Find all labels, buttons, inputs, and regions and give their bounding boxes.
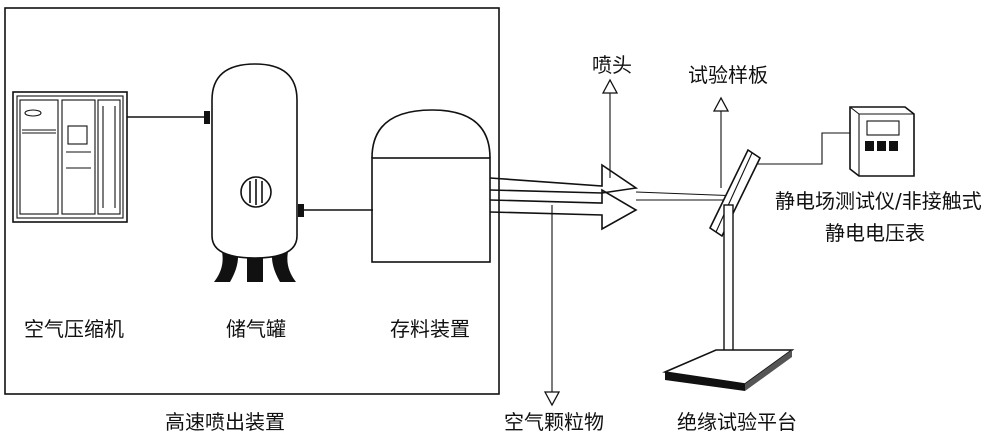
jet-beam-top — [635, 191, 741, 197]
meter-label-line2: 静电电压表 — [825, 221, 925, 245]
particles-arrow-icon — [543, 391, 561, 407]
air-storage-tank — [211, 63, 298, 282]
tank-outlet-fitting — [298, 204, 304, 217]
tank-inlet-fitting — [204, 111, 210, 124]
electrostatic-meter — [849, 106, 915, 177]
insulated-test-platform — [662, 204, 795, 391]
meter-wire — [757, 132, 850, 165]
nozzle-arrow-icon — [601, 78, 619, 94]
storage-label: 存料装置 — [390, 317, 470, 341]
meter-label-line1: 静电场测试仪/非接触式 — [775, 189, 982, 213]
tank-label: 储气罐 — [226, 317, 286, 341]
compressor-label: 空气压缩机 — [24, 317, 124, 341]
nozzle-label: 喷头 — [592, 53, 632, 77]
material-storage-device — [371, 109, 491, 263]
test-plate-label: 试验样板 — [688, 63, 768, 87]
spray-device-label: 高速喷出装置 — [165, 410, 285, 434]
nozzle-jet — [489, 163, 639, 231]
particles-label: 空气颗粒物 — [504, 410, 604, 434]
air-compressor — [12, 91, 128, 223]
test-plate-arrow-icon — [712, 96, 730, 112]
test-sample-plate — [708, 148, 762, 238]
platform-label: 绝缘试验平台 — [677, 410, 797, 434]
